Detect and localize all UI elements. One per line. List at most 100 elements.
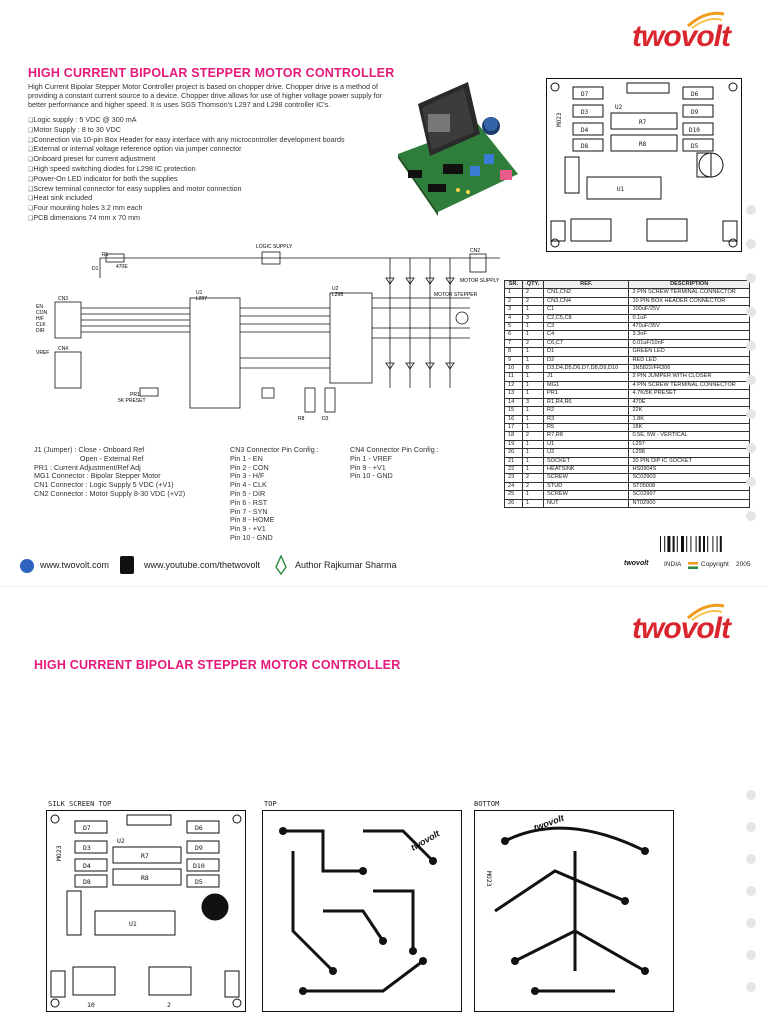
- bom-cell: 9: [504, 355, 523, 366]
- bom-cell: 2 PIN JUMPER WITH CLOSER: [628, 372, 750, 382]
- silk-label: MO23: [556, 112, 563, 127]
- svg-text:R7: R7: [141, 852, 149, 860]
- svg-text:U2: U2: [332, 286, 339, 292]
- bom-header-row: SR. QTY. REF. DESCRIPTION: [504, 279, 750, 290]
- bom-cell: 10 PIN BOX HEADER CONNECTOR: [628, 296, 750, 307]
- feature-item: Onboard preset for current adjustment: [28, 154, 398, 165]
- silk-label: D3: [581, 109, 589, 116]
- svg-text:U1: U1: [129, 920, 137, 928]
- feature-list: Logic supply : 5 VDC @ 300 mA Motor Supp…: [28, 115, 398, 224]
- bom-cell: 1: [521, 330, 545, 340]
- bom-cell: J1: [543, 372, 630, 382]
- bom-cell: 2: [521, 338, 545, 349]
- bom-cell: 7: [504, 338, 523, 349]
- bom-cell: 1: [521, 322, 545, 332]
- side-dots: [746, 205, 756, 545]
- svg-text:H/F: H/F: [36, 316, 44, 322]
- bom-cell: 470uF/35V: [628, 322, 750, 332]
- bom-cell: 26: [504, 498, 523, 508]
- dot-icon: [746, 205, 756, 215]
- bom-cell: 1: [521, 422, 545, 433]
- svg-text:CN4: CN4: [58, 346, 68, 352]
- bom-cell: 1: [521, 406, 545, 416]
- dot-icon: [746, 886, 756, 896]
- svg-text:LOGIC SUPPLY: LOGIC SUPPLY: [256, 244, 293, 250]
- website-link[interactable]: www.twovolt.com: [40, 560, 110, 570]
- notes-jumper: J1 (Jumper) : Close - Onboard Ref Open -…: [34, 445, 186, 498]
- top-layer-title: TOP: [264, 800, 277, 808]
- bom-cell: 100uF/25V: [628, 305, 750, 315]
- bom-cell: SC02907: [628, 490, 750, 500]
- bom-col-desc: DESCRIPTION: [628, 279, 750, 290]
- bom-cell: 18K: [628, 422, 750, 433]
- bom-cell: 10: [504, 364, 523, 374]
- bom-cell: 3: [504, 305, 523, 315]
- dot-icon: [746, 341, 756, 351]
- svg-text:PR1: PR1: [130, 392, 140, 398]
- svg-text:10: 10: [87, 1001, 95, 1009]
- bom-cell: PR1: [543, 389, 630, 399]
- bom-cell: U2: [543, 448, 630, 458]
- bom-cell: 6: [504, 330, 523, 340]
- svg-text:D10: D10: [193, 862, 205, 870]
- bom-cell: 15: [504, 406, 523, 416]
- bom-cell: R1,R4,R6: [543, 397, 630, 408]
- bom-cell: 1: [521, 490, 545, 500]
- bom-cell: R3: [543, 414, 630, 424]
- svg-text:CN2: CN2: [470, 248, 480, 254]
- bom-cell: 1: [521, 464, 545, 475]
- svg-text:2: 2: [167, 1001, 171, 1009]
- barcode-bar: [698, 536, 701, 552]
- bom-cell: C6,C7: [543, 338, 630, 349]
- silk-label: D9: [691, 109, 699, 116]
- bom-cell: SC02903: [628, 473, 750, 483]
- bom-cell: 2: [521, 473, 545, 483]
- bom-cell: C4: [543, 330, 630, 340]
- svg-text:U1: U1: [196, 290, 203, 296]
- bom-cell: 12: [504, 380, 523, 391]
- bom-cell: 1: [521, 355, 545, 366]
- dot-icon: [746, 790, 756, 800]
- author-text: Author Rajkumar Sharma: [295, 560, 397, 570]
- bom-cell: 20 PIN DIP IC SOCKET: [628, 456, 750, 466]
- bom-col-qty: QTY.: [521, 279, 545, 290]
- svg-text:CN3: CN3: [58, 296, 68, 302]
- svg-text:MO23: MO23: [55, 845, 63, 861]
- dot-icon: [746, 918, 756, 928]
- bom-cell: 3.3nF: [628, 330, 750, 340]
- pcb-silkscreen-small: D7 D6 D3 D9 D4 D10 D8 D5 R7 R8 U2 U1 MO2…: [546, 78, 742, 252]
- logo-swoosh-icon: [687, 11, 725, 29]
- bom-cell: 14: [504, 397, 523, 408]
- country-text: INDIA: [664, 561, 682, 568]
- bom-cell: R2: [543, 406, 630, 416]
- flag-icon: [688, 562, 698, 569]
- bom-cell: 1: [521, 448, 545, 458]
- bom-cell: 21: [504, 456, 523, 466]
- svg-text:D8: D8: [83, 878, 91, 886]
- youtube-icon: [120, 556, 134, 574]
- barcode-bar: [690, 536, 692, 552]
- bom-cell: 0.5E, 5W - VERTICAL: [628, 431, 750, 441]
- bom-cell: 2 PIN SCREW TERMINAL CONNECTOR: [628, 288, 750, 298]
- feature-item: Heat sink included: [28, 194, 398, 204]
- bom-cell: STUD: [543, 481, 630, 492]
- barcode-bar: [672, 536, 675, 552]
- circuit-schematic: R1 470E D1 U1 L297 U2 L298 CN3 CN4 CN2 L…: [36, 244, 500, 422]
- bom-cell: 19: [504, 439, 523, 450]
- svg-text:D7: D7: [83, 824, 91, 832]
- barcode-bar: [660, 536, 661, 552]
- youtube-link[interactable]: www.youtube.com/thetwovolt: [144, 560, 261, 570]
